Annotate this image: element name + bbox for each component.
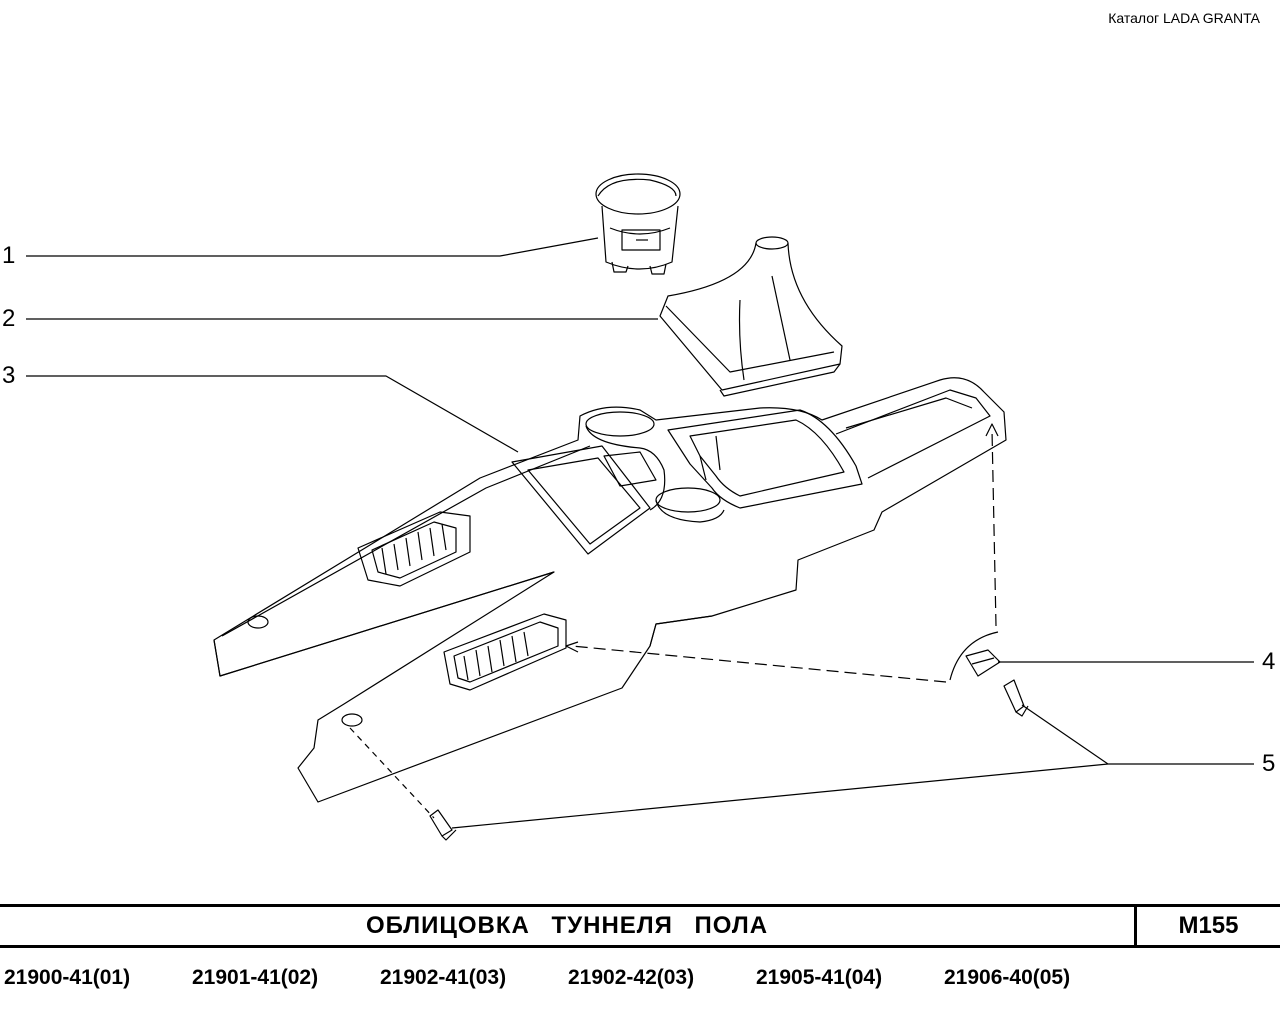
parts-drawing bbox=[26, 173, 1254, 841]
model-code: 21905-41(04) bbox=[756, 966, 883, 989]
model-code: 21902-42(03) bbox=[568, 966, 695, 989]
catalog-header: Каталог LADA GRANTA bbox=[1108, 10, 1260, 26]
cup-holder-insert-part bbox=[595, 173, 681, 275]
model-code: 21901-41(02) bbox=[192, 966, 319, 989]
callout-5: 5 bbox=[1262, 750, 1276, 777]
model-code: 21900-41(01) bbox=[4, 966, 131, 989]
callout-4: 4 bbox=[1262, 648, 1276, 675]
title-block: ОБЛИЦОВКА ТУННЕЛЯ ПОЛА M155 bbox=[0, 904, 1280, 948]
gear-boot-part bbox=[659, 236, 843, 397]
callout-2: 2 bbox=[2, 305, 16, 332]
assembly-arrow-rail bbox=[991, 429, 997, 627]
clip-part bbox=[949, 631, 1001, 681]
assembly-arrow-clip bbox=[571, 645, 947, 683]
model-code: 21902-41(03) bbox=[380, 966, 507, 989]
assembly-title: ОБЛИЦОВКА ТУННЕЛЯ ПОЛА bbox=[365, 912, 769, 939]
leader-line-3 bbox=[26, 375, 519, 453]
assembly-code: M155 bbox=[1134, 907, 1280, 945]
tunnel-console-part bbox=[213, 377, 1007, 803]
assembly-line-screw bbox=[349, 727, 435, 819]
callout-1: 1 bbox=[2, 242, 16, 269]
model-code: 21906-40(05) bbox=[944, 966, 1071, 989]
leader-line-1 bbox=[26, 237, 599, 257]
model-list: 21900-41(01) 21901-41(02) 21902-41(03) 2… bbox=[0, 966, 1280, 992]
screw-part bbox=[429, 679, 1029, 841]
callout-3: 3 bbox=[2, 362, 16, 389]
leader-line-5 bbox=[451, 704, 1254, 829]
